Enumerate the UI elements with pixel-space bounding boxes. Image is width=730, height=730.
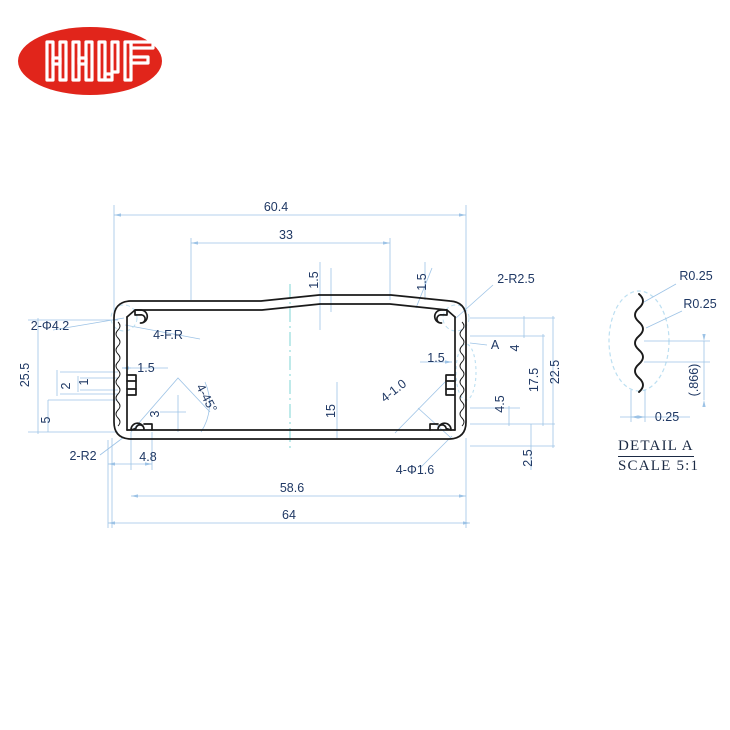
- corner-hole-circles: [110, 304, 470, 332]
- extension-lines-top: [113, 205, 467, 330]
- leader-lines: [52, 284, 494, 469]
- label-callout-4-1-0: 4-1.0: [378, 377, 409, 406]
- label-dim-4-5: 4.5: [493, 395, 507, 412]
- label-dim-3: 3: [148, 410, 162, 417]
- dimension-1-5-top-right: [415, 267, 433, 309]
- label-dim-60-4: 60.4: [264, 200, 288, 214]
- label-detail-r0-25-upper: R0.25: [679, 269, 712, 283]
- label-callout-detail-a-marker: A: [491, 338, 500, 352]
- label-dim-2-5: 2.5: [521, 449, 535, 466]
- label-dim-1: 1: [77, 378, 91, 385]
- extension-lines-right: [470, 316, 555, 470]
- leader-4-1-0: [394, 381, 451, 438]
- label-detail-0-25: 0.25: [655, 410, 679, 424]
- extension-lines-left: [28, 318, 118, 434]
- label-dim-17-5: 17.5: [527, 368, 541, 392]
- label-dim-4-8: 4.8: [139, 450, 156, 464]
- detail-a-dimension-lines: [620, 283, 710, 422]
- detail-a-caption: DETAIL A SCALE 5:1: [618, 437, 728, 476]
- label-callout-4-fr: 4-F.R: [153, 328, 183, 342]
- angle-dimension-45: [130, 377, 211, 433]
- label-dim-15-center: 15: [324, 404, 338, 418]
- dimension-3: [160, 395, 186, 432]
- label-dim-58-6: 58.6: [280, 481, 304, 495]
- label-dim-1-5-top-center: 1.5: [307, 271, 321, 288]
- label-detail-r0-25-lower: R0.25: [683, 297, 716, 311]
- detail-a-view: [608, 283, 710, 422]
- label-callout-2-r2-5: 2-R2.5: [497, 272, 535, 286]
- detail-a-scale: SCALE 5:1: [618, 458, 700, 475]
- company-logo: [16, 22, 164, 100]
- detail-a-serration-profile: [634, 293, 644, 393]
- logo-svg: [18, 27, 162, 95]
- label-detail-866: (.866): [687, 364, 701, 397]
- label-callout-2-phi-4-2: 2-Φ4.2: [31, 319, 70, 333]
- knurl-hatching: [115, 321, 465, 427]
- part-outline: [113, 294, 467, 440]
- label-dim-5: 5: [39, 416, 53, 423]
- detail-a-title: DETAIL A: [618, 438, 694, 458]
- label-dim-2: 2: [59, 382, 73, 389]
- label-dim-1-5-top-right: 1.5: [415, 273, 429, 290]
- label-dim-25-5: 25.5: [18, 363, 32, 387]
- label-dim-1-5-left: 1.5: [137, 361, 154, 375]
- logo-lettermark: [45, 40, 155, 82]
- label-dim-33: 33: [279, 228, 293, 242]
- label-callout-4-phi-1-6: 4-Φ1.6: [396, 463, 435, 477]
- label-dim-64: 64: [282, 508, 296, 522]
- label-callout-2-r2: 2-R2: [69, 449, 96, 463]
- label-dim-1-5-right: 1.5: [427, 351, 444, 365]
- label-dim-22-5: 22.5: [548, 360, 562, 384]
- label-dim-4: 4: [508, 344, 522, 351]
